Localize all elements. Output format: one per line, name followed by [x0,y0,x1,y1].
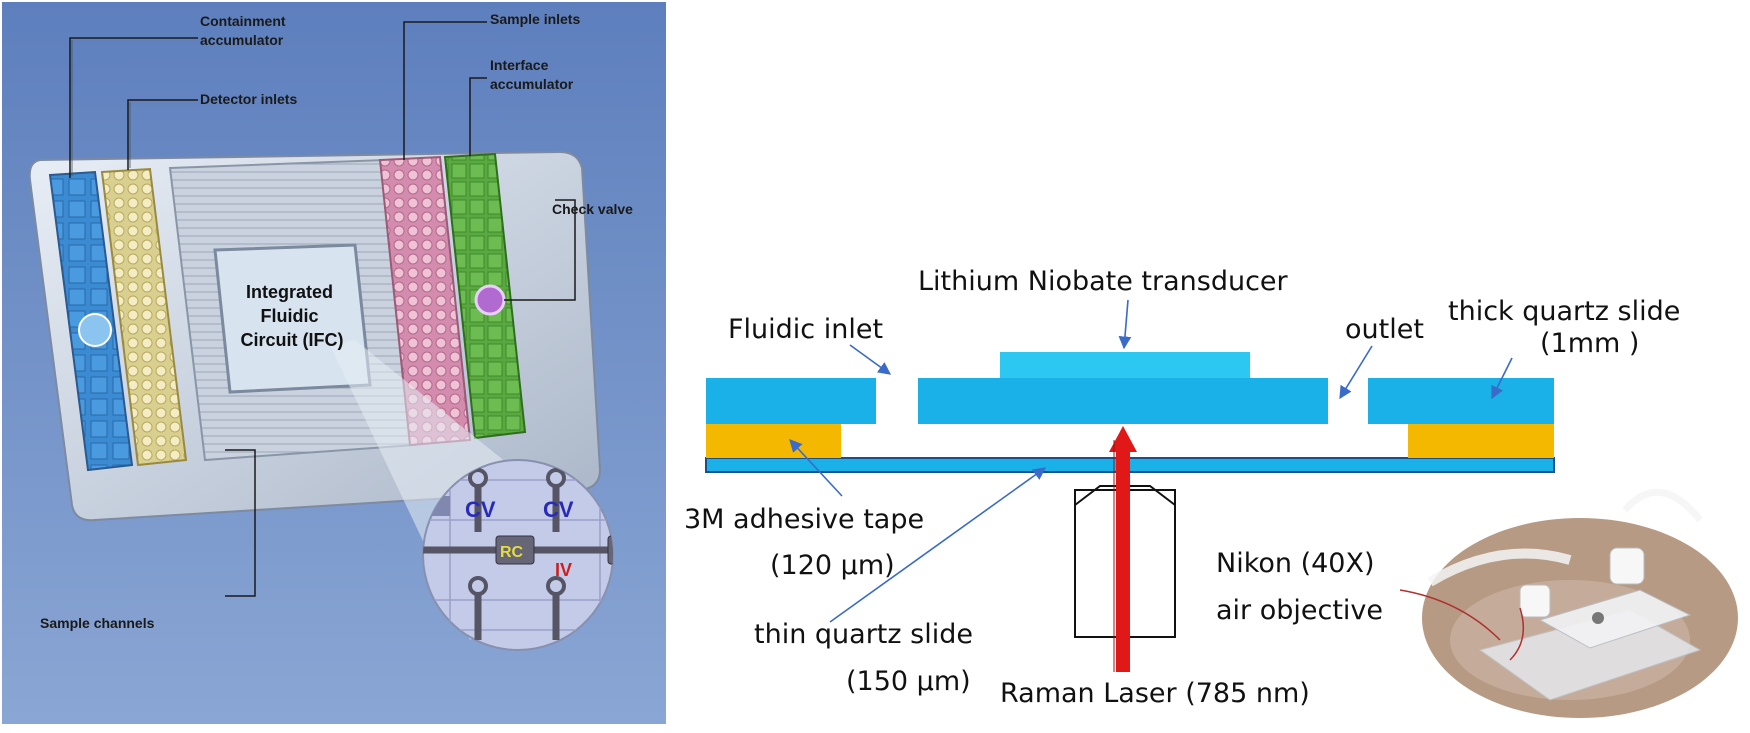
label-outlet: outlet [1345,314,1424,345]
detector-inlets [100,167,188,467]
zoom-cv-left: CV [465,497,496,522]
label-laser: Raman Laser (785 nm) [1000,678,1310,709]
zoom-iv: IV [555,560,572,580]
thick-quartz-right [1368,378,1554,424]
zoom-inset: CV CV RC IV [422,459,614,651]
containment-port [78,313,112,347]
label-sample-channels: Sample channels [40,615,155,631]
leader-interface [469,77,487,156]
adhesive-tape-right [1408,424,1554,458]
transducer [1000,352,1250,378]
label-fluidic-inlet: Fluidic inlet [728,314,883,345]
label-adhesive-tape: 3M adhesive tape (120 µm) [684,504,933,581]
adhesive-tape-left [706,424,841,458]
leader-sample-channels [225,449,256,597]
label-containment-accumulator: Containment accumulator [200,13,289,48]
leader-containment [69,37,198,178]
label-sample-inlets: Sample inlets [490,11,580,27]
zoom-cv-right: CV [543,497,574,522]
leader-check-valve [504,199,576,301]
laser-arrowhead [1109,426,1137,452]
leader-detector [127,99,198,170]
label-objective: Nikon (40X) air objective [1216,548,1383,626]
thick-quartz-left [706,378,876,424]
arrow-thin-quartz [829,467,1047,623]
arrow-thick-quartz [1491,357,1513,400]
label-interface-accumulator: Interface accumulator [490,57,574,92]
device-photo [1399,488,1738,718]
label-detector-inlets: Detector inlets [200,91,297,107]
label-thick-quartz: thick quartz slide (1mm ) [1448,296,1689,359]
arrow-adhesive-tape [789,439,843,497]
arrow-fluidic-inlet [849,344,892,375]
device-schematic: Lithium Niobate transducer Fluidic inlet… [684,266,1738,718]
thick-quartz-center [918,378,1328,424]
arrow-outlet [1339,345,1373,400]
label-check-valve: Check valve [552,201,633,217]
laser-beam [1116,446,1130,672]
chip-label: Integrated Fluidic Circuit (IFC) [241,282,344,350]
label-thin-quartz: thin quartz slide (150 µm) [754,619,982,697]
check-valve-icon [474,284,506,316]
leader-sample-inlets [403,21,487,160]
arrow-transducer [1118,299,1132,350]
chip-photo-panel: CV CV RC IV Containment accumulator Dete… [2,2,666,724]
zoom-rc: RC [500,544,524,561]
label-transducer: Lithium Niobate transducer [918,266,1289,297]
